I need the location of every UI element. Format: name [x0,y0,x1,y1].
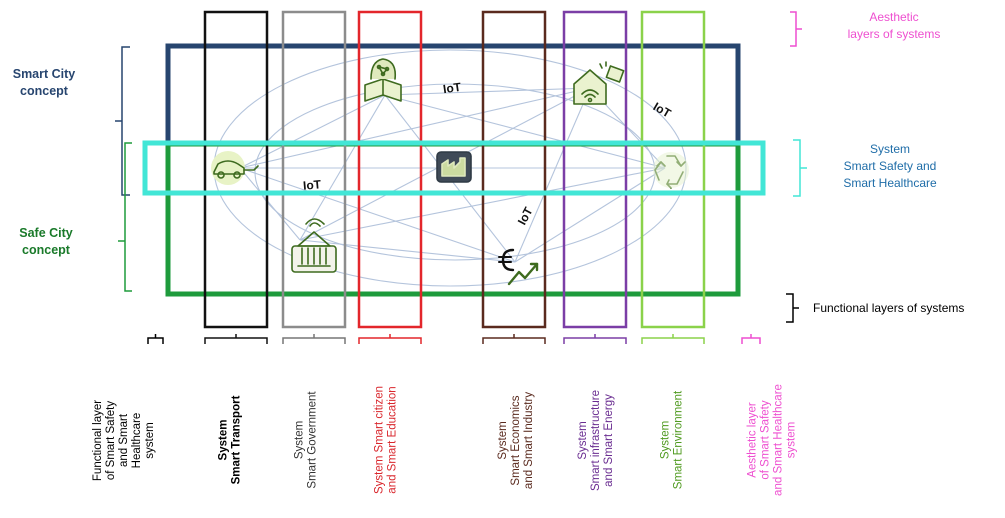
environment-recycle-icon [653,152,689,189]
smart-city-line1: Smart City [12,67,76,81]
network-link [239,94,386,169]
iot-label: IoT [442,80,462,96]
aesthetic-line2: layers of systems [847,27,941,41]
aesthetic-line1: Aesthetic [869,10,919,24]
network-link [514,87,591,263]
column-label-line: Aesthetic layer [746,402,758,478]
network-link [239,167,301,241]
safe-city-line1: Safe City [19,226,73,240]
column-bracket [482,334,546,344]
column-label-line: and Smart Education [386,386,398,494]
safety-line2: Smart Safety and [843,159,937,173]
column-bracket [204,334,268,344]
functional-layers-label: Functional layers of systems [813,301,965,315]
column-label-line: and Smart Energy [602,393,615,487]
column-label-line: Smart Government [306,391,318,489]
network-link [514,167,666,263]
column-label-line: System [659,420,671,460]
safe-city-line2: concept [22,243,70,257]
column-label-line: Smart Environment [672,390,684,490]
column-label-line: System [293,420,305,460]
transport-column [203,10,269,329]
iot-label: IoT [651,99,674,120]
column-bracket [563,334,627,344]
column-label-line: Smart infrastructure [589,389,602,491]
safe-city-label: Safe City concept [6,225,86,259]
column-label-line: System Smart citizen [373,386,385,494]
iot-label: IoT [302,177,322,193]
column-label-line: Smart Transport [230,395,242,485]
column-label-line: and Smart Healthcare [772,384,784,496]
column-label-line: System [576,420,589,460]
smart-city-brace [115,46,130,196]
industry-factory-icon [436,151,472,183]
infrastructure-house-icon [573,61,625,105]
government-column [281,10,347,329]
column-label-line: Functional layer [91,399,104,481]
column-bracket [641,334,705,344]
smart-city-label: Smart City concept [4,66,84,100]
column-label-line: and Smart [117,413,130,467]
aesthetic-layers-label: Aesthetic layers of systems [824,9,964,43]
safety-line1: System [869,142,910,156]
economics-euro-icon [498,248,539,286]
safety-system-label: System Smart Safety and Smart Healthcare [815,141,965,192]
safety-healthcare-band [142,140,766,196]
education-book-icon [364,58,402,102]
column-bracket [282,334,346,344]
column-label-line: system [785,421,797,459]
column-label-line: System [217,419,229,461]
column-bracket [741,334,761,344]
iot-network [213,49,687,287]
environment-column [640,10,706,329]
safe-city-brace [118,142,132,292]
network-link [239,87,591,169]
functional-brace [786,293,799,323]
smart-city-line2: concept [20,84,68,98]
network-link [384,94,666,169]
government-bank-icon [291,218,337,273]
safety-brace [793,139,807,197]
network-link [239,167,516,263]
economics-column [481,10,547,329]
aesthetic-brace [790,11,802,47]
column-bracket [358,334,422,344]
citizen-column [357,10,423,329]
column-label-line: System [496,420,509,460]
column-label-line: of Smart Safety [759,400,771,480]
safety-line3: Smart Healthcare [843,176,937,190]
network-link [299,239,516,263]
iot-label: IoT [515,204,536,227]
network-link [384,87,591,96]
column-label-line: Smart Economics [509,394,522,486]
column-label-line: Healthcare [130,412,143,468]
infrastructure-column [562,10,628,329]
column-bracket [147,334,164,344]
transport-car-icon [211,151,259,185]
column-label-line: and Smart Industry [522,391,535,489]
column-label-line: system [143,421,156,459]
column-label-line: of Smart Safety [104,400,117,480]
